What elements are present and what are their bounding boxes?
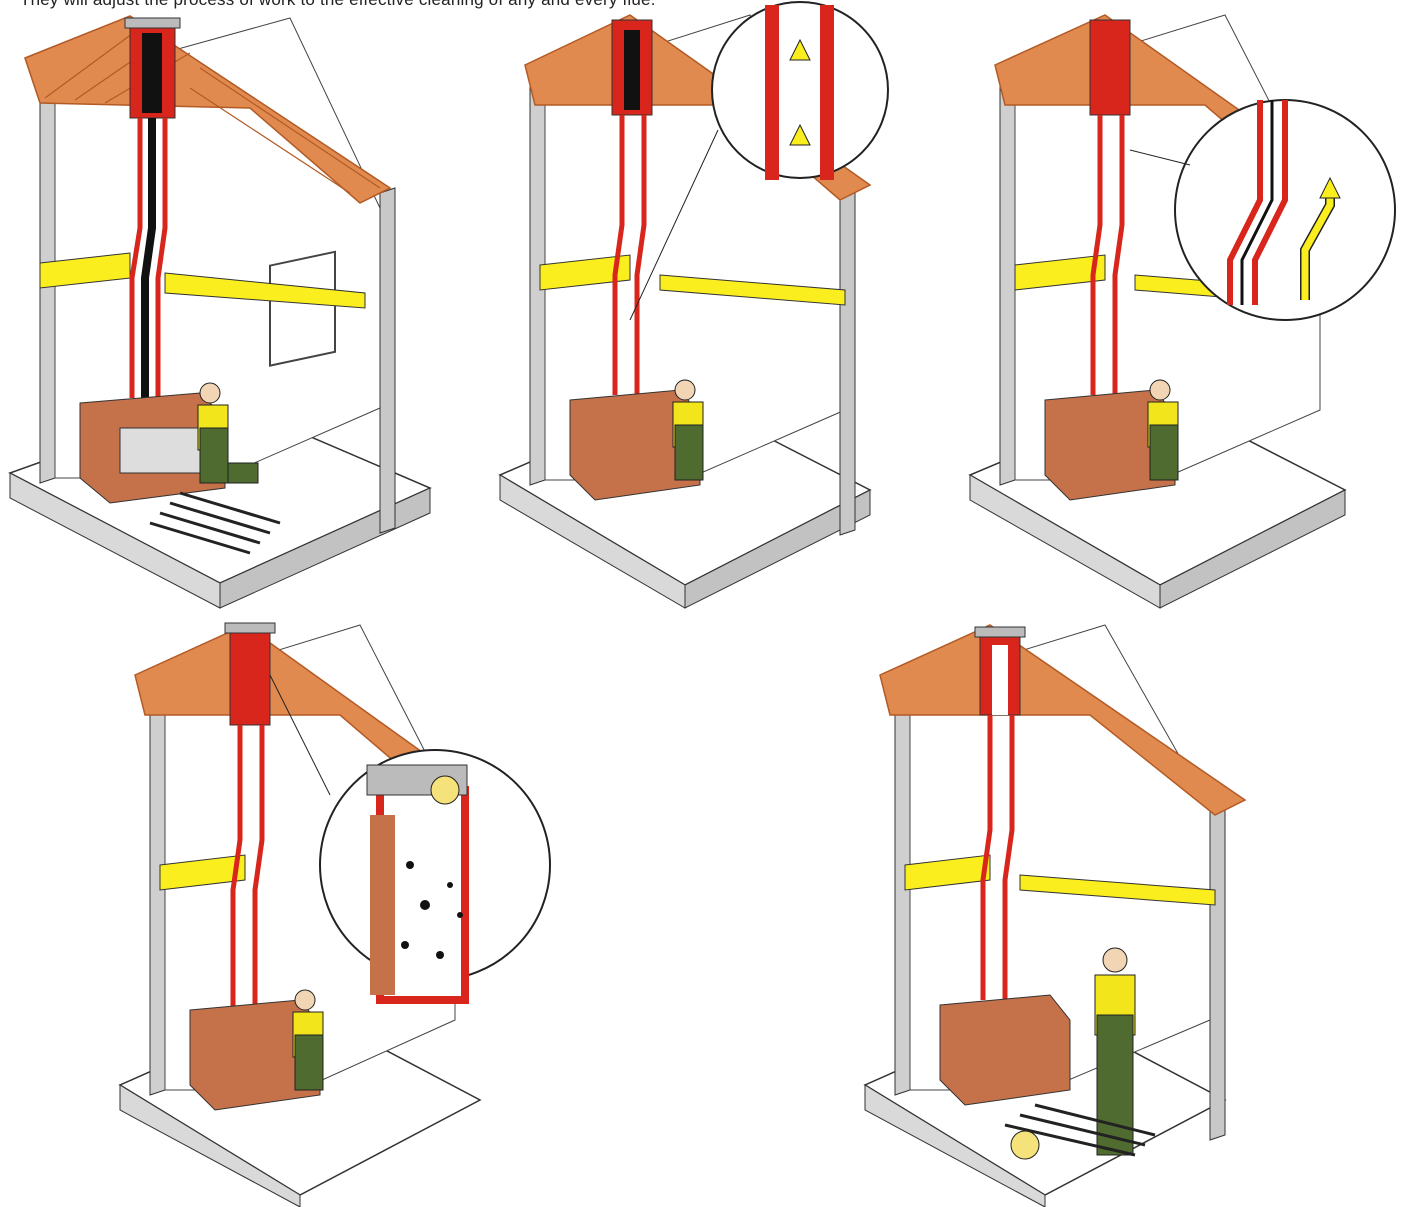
step-4-panel <box>105 615 555 1207</box>
step-3-panel <box>960 0 1410 608</box>
step-2-panel <box>490 0 920 608</box>
house-cutaway-illustration <box>0 8 460 608</box>
step-5-panel <box>855 615 1275 1207</box>
step-1-panel <box>0 8 460 608</box>
